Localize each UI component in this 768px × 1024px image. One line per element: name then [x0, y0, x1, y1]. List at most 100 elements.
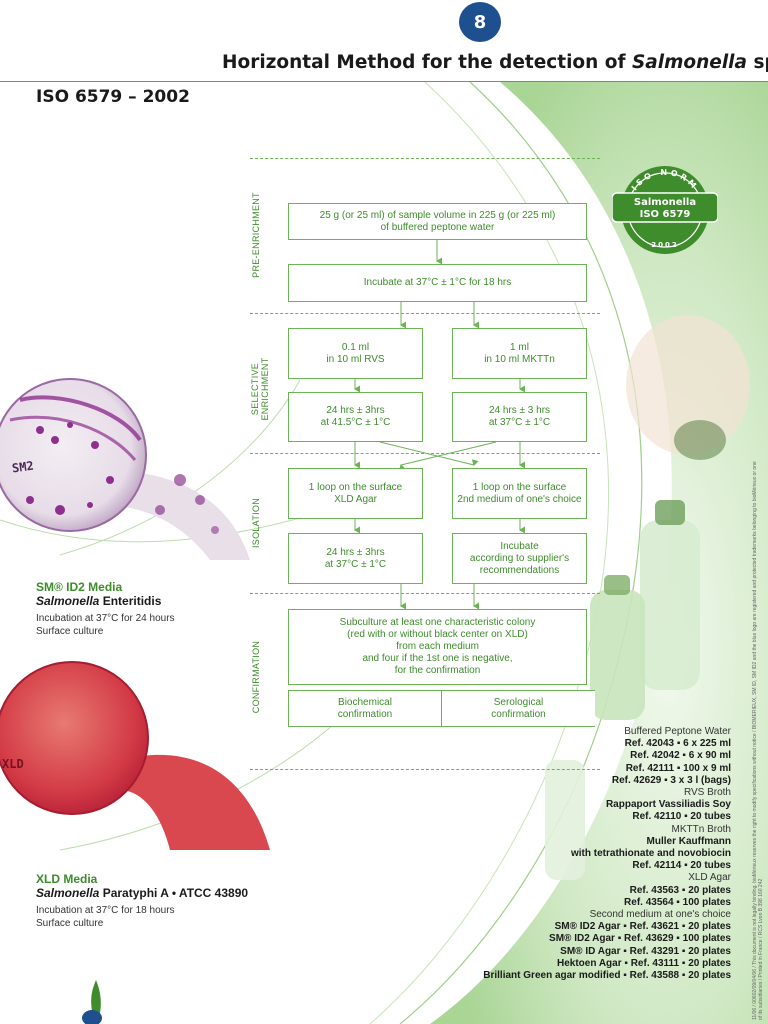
- sample-line1: 25 g (or 25 ml) of sample volume in 225 …: [319, 209, 556, 221]
- ref-bpw-4: Ref. 42629 ▪ 3 x 3 l (bags): [611, 774, 731, 786]
- ref-bpw-1: Ref. 42043 ▪ 6 x 225 ml: [624, 738, 731, 750]
- standard-label: ISO 6579 – 2002: [36, 87, 190, 107]
- page-number-badge: 8: [459, 2, 501, 42]
- second-inc-line1: Incubate: [500, 540, 539, 552]
- sample-box: 25 g (or 25 ml) of sample volume in 225 …: [288, 203, 587, 240]
- sub-line4: and four if the 1st one is negative,: [362, 653, 513, 664]
- mkttn-line1: 1 ml: [510, 341, 529, 353]
- second-line1: 1 loop on the surface: [472, 481, 567, 493]
- rvs-incubation-box: 24 hrs ± 3hrs at 41.5°C ± 1°C: [288, 392, 423, 442]
- seal-line1: Salmonella: [634, 197, 696, 208]
- xld-line2: XLD Agar: [334, 493, 377, 505]
- ref-mkttn-heading: MKTTn Broth: [671, 823, 731, 835]
- legal-side-note: 11/06 / 00602/09/04/06 / This document i…: [752, 461, 762, 1020]
- ref-second-2: SM® ID2 Agar ▪ Ref. 43629 ▪ 100 plates: [549, 933, 731, 945]
- sub-line5: for the confirmation: [394, 665, 481, 676]
- rvs-box: 0.1 ml in 10 ml RVS: [288, 328, 423, 379]
- media2-line2: Surface culture: [36, 918, 104, 929]
- incubate-18-box: Incubate at 37°C ± 1°C for 18 hrs: [288, 264, 587, 302]
- biochemical-box: Biochemical confirmation: [288, 690, 442, 727]
- mkttn-inc-line2: at 37°C ± 1°C: [488, 417, 551, 428]
- sub-line3: from each medium: [396, 641, 479, 652]
- reference-list: Buffered Peptone Water Ref. 42043 ▪ 6 x …: [483, 726, 731, 982]
- media2-organism: Salmonella Paratyphi A • ATCC 43890: [36, 886, 296, 900]
- xld-inc-line2: at 37°C ± 1°C: [324, 558, 387, 570]
- separator-1: [250, 313, 600, 314]
- ref-bpw-heading: Buffered Peptone Water: [624, 726, 731, 737]
- sero-line1: Serological: [493, 696, 544, 708]
- mkttn-incubation-box: 24 hrs ± 3 hrs at 37°C ± 1°C: [452, 392, 587, 442]
- ref-bpw-3: Ref. 42111 ▪ 100 x 9 ml: [625, 762, 731, 774]
- ref-mk-1: Ref. 42114 ▪ 20 tubes: [632, 860, 731, 872]
- media1-caption: SM® ID2 Media Salmonella Enteritidis Inc…: [36, 580, 256, 638]
- second-inc-line2: according to supplier's: [469, 552, 570, 564]
- header-rule: [0, 81, 768, 82]
- separator-3: [250, 593, 600, 594]
- separator-top: [250, 158, 600, 159]
- bottle-shape: [640, 520, 700, 690]
- media2-line1: Incubation at 37°C for 18 hours: [36, 905, 175, 916]
- rvs-line2: in 10 ml RVS: [326, 353, 385, 365]
- title-italic: Salmonella: [631, 52, 747, 73]
- ref-second-5: Brilliant Green agar modified ▪ Ref. 435…: [483, 970, 731, 982]
- rvs-inc-line1: 24 hrs ± 3hrs: [326, 405, 385, 416]
- sub-line1: Subculture at least one characteristic c…: [339, 617, 536, 628]
- media2-organism-italic: Salmonella: [36, 886, 100, 900]
- ref-rvs-1: Ref. 42110 ▪ 20 tubes: [632, 811, 731, 823]
- bio-line1: Biochemical: [338, 696, 392, 708]
- sm2-plate-label: SM2: [11, 458, 35, 476]
- title-prefix: Horizontal Method for the detection of: [222, 52, 632, 73]
- xld-plate: [0, 661, 149, 815]
- xld-plate-label: XLD: [2, 757, 24, 771]
- iso-norm-seal-icon: ISO NORM Salmonella ISO 6579 2002: [612, 166, 718, 254]
- mkttn-inc-line1: 24 hrs ± 3 hrs: [488, 405, 551, 416]
- child-photo-area: [626, 315, 750, 455]
- bio-line2: confirmation: [337, 708, 393, 720]
- media1-organism-rest: Enteritidis: [99, 594, 162, 608]
- ref-bpw-2: Ref. 42042 ▪ 6 x 90 ml: [630, 750, 731, 762]
- media2-caption: XLD Media Salmonella Paratyphi A • ATCC …: [36, 872, 296, 930]
- ref-rvs-name: Rappaport Vassiliadis Soy: [605, 799, 731, 811]
- ref-rvs-heading: RVS Broth: [683, 787, 731, 799]
- second-inc-line3: recommendations: [479, 564, 560, 576]
- media1-organism: Salmonella Enteritidis: [36, 594, 256, 608]
- xld-incubation-box: 24 hrs ± 3hrs at 37°C ± 1°C: [288, 533, 423, 584]
- rvs-inc-line2: at 41.5°C ± 1°C: [320, 417, 391, 428]
- ref-second-1: SM® ID2 Agar ▪ Ref. 43621 ▪ 20 plates: [554, 921, 731, 933]
- serological-box: Serological confirmation: [441, 690, 595, 727]
- ref-second-3: SM® ID Agar ▪ Ref. 43291 ▪ 20 plates: [560, 945, 731, 957]
- ref-xld-1: Ref. 43563 ▪ 20 plates: [629, 884, 731, 896]
- xld-line1: 1 loop on the surface: [308, 481, 403, 493]
- ref-mk-name1: Muller Kauffmann: [646, 835, 731, 847]
- sero-line2: confirmation: [491, 708, 546, 720]
- ref-second-heading: Second medium at one's choice: [589, 909, 731, 921]
- second-incubation-box: Incubate according to supplier's recomme…: [452, 533, 587, 584]
- rvs-line1: 0.1 ml: [341, 341, 370, 353]
- ref-mk-name2: with tetrathionate and novobiocin: [571, 848, 731, 860]
- seal-line2: ISO 6579: [640, 209, 691, 220]
- ref-second-4: Hektoen Agar ▪ Ref. 43111 ▪ 20 plates: [556, 957, 731, 969]
- xld-inc-line1: 24 hrs ± 3hrs: [326, 546, 385, 558]
- second-medium-box: 1 loop on the surface 2nd medium of one'…: [452, 468, 587, 519]
- media1-name: SM® ID2 Media: [36, 580, 123, 594]
- incubate-18-text: Incubate at 37°C ± 1°C for 18 hrs: [363, 277, 512, 288]
- second-line2: 2nd medium of one's choice: [457, 493, 582, 505]
- sample-line2: of buffered peptone water: [380, 221, 495, 233]
- ref-xld-2: Ref. 43564 ▪ 100 plates: [624, 896, 731, 908]
- mkttn-line2: in 10 ml MKTTn: [484, 353, 555, 365]
- xld-agar-box: 1 loop on the surface XLD Agar: [288, 468, 423, 519]
- sub-line2: (red with or without black center on XLD…: [347, 629, 528, 640]
- media2-organism-rest: Paratyphi A • ATCC 43890: [99, 886, 249, 900]
- subculture-box: Subculture at least one characteristic c…: [288, 609, 587, 685]
- mkttn-box: 1 ml in 10 ml MKTTn: [452, 328, 587, 379]
- title-suffix: spp.: [753, 52, 768, 73]
- media1-line1: Incubation at 37°C for 24 hours: [36, 613, 175, 624]
- seal-bottom-text: 2002: [651, 241, 678, 249]
- media2-name: XLD Media: [36, 872, 98, 886]
- ref-xld-heading: XLD Agar: [688, 872, 731, 884]
- page-title: Horizontal Method for the detection of S…: [222, 52, 768, 73]
- media1-organism-italic: Salmonella: [36, 594, 100, 608]
- media1-line2: Surface culture: [36, 626, 104, 637]
